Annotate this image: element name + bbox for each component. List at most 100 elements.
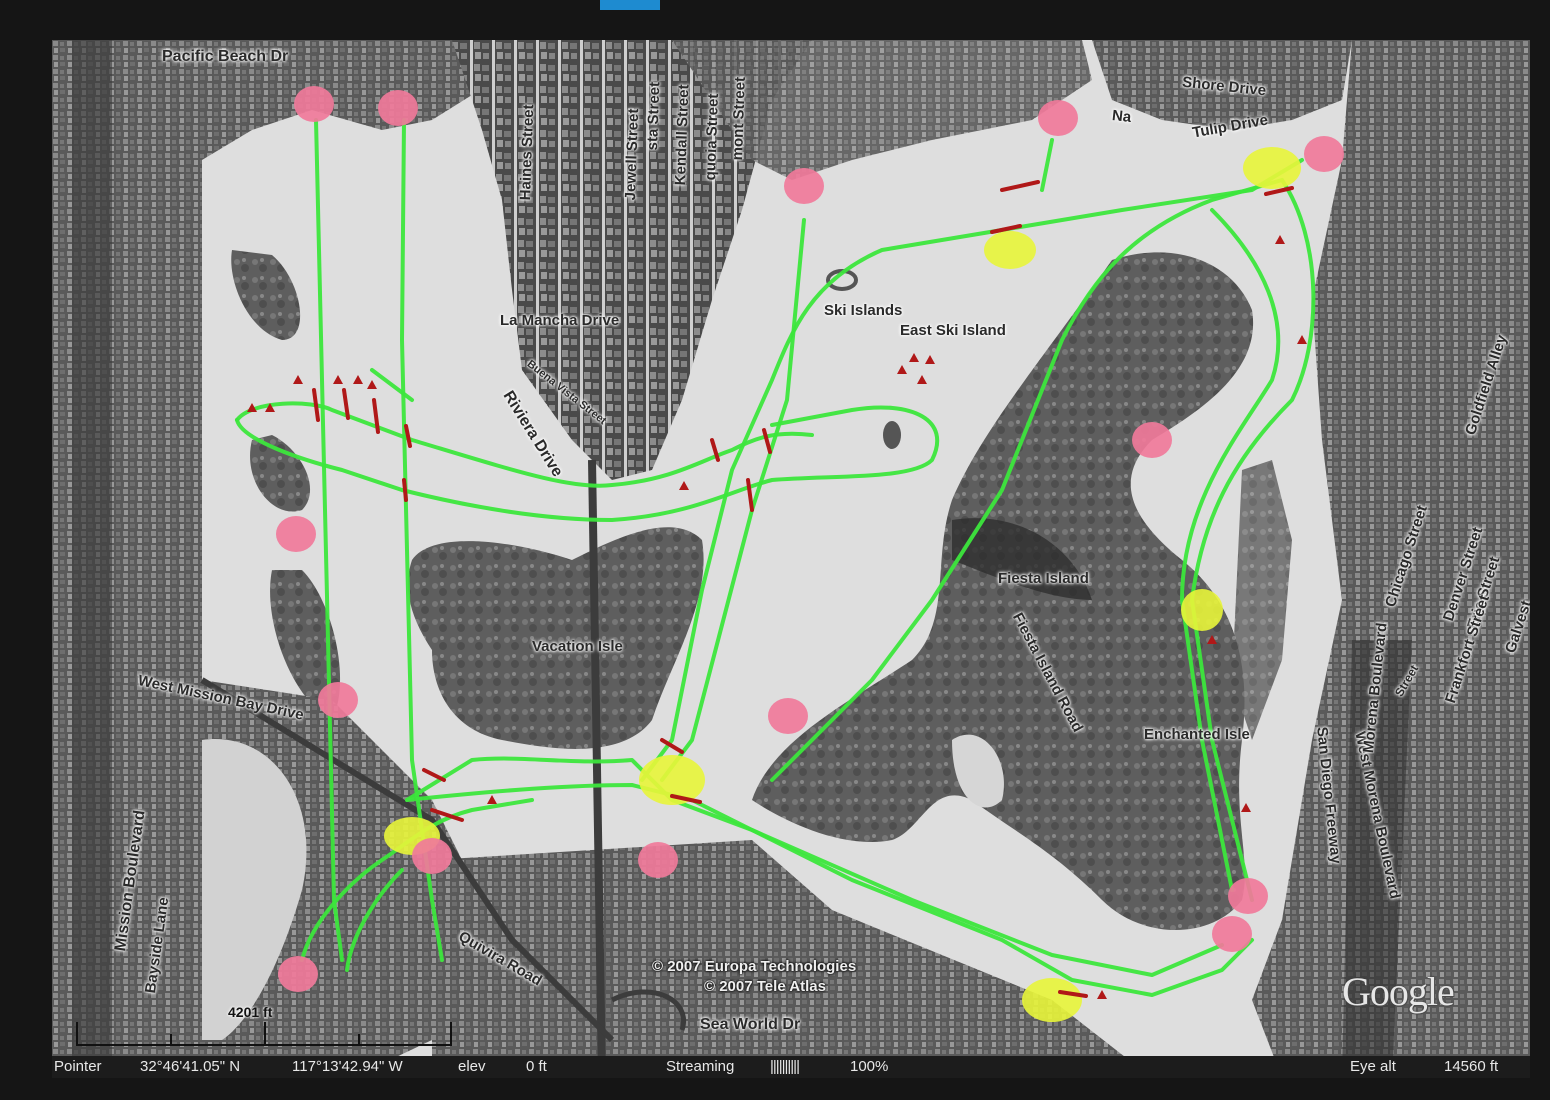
marker-triangle-3: [293, 375, 303, 384]
buoy-7: [276, 516, 316, 552]
checkpoint-6: [1181, 589, 1223, 631]
marker-triangle-15: [487, 795, 497, 804]
label-ski-islands: Ski Islands: [824, 302, 903, 319]
race-course-routes: [235, 118, 1316, 997]
route-path-4: [235, 405, 940, 522]
marker-triangle-8: [925, 355, 935, 364]
google-logo: Google: [1342, 969, 1455, 1014]
label-napa-partial: Na: [1111, 107, 1133, 126]
marker-triangle-4: [333, 375, 343, 384]
marker-triangle-17: [1097, 990, 1107, 999]
marker-line-3: [372, 398, 380, 434]
route-path-2: [400, 118, 444, 962]
marker-triangle-2: [265, 403, 275, 412]
route-path-7: [770, 178, 1284, 782]
pointer-label: Pointer: [54, 1058, 102, 1075]
checkpoint-4: [1022, 978, 1082, 1022]
buoy-10: [638, 842, 678, 878]
buoy-12: [1212, 916, 1252, 952]
label-la-mancha-drive: La Mancha Drive: [500, 312, 620, 329]
label-enchanted-isle: Enchanted Isle: [1144, 726, 1250, 743]
checkpoint-3: [639, 755, 705, 805]
route-path-13: [345, 868, 404, 972]
credit-tele-atlas: © 2007 Tele Atlas: [704, 978, 826, 995]
eye-alt-value: 14560 ft: [1444, 1058, 1499, 1075]
buoy-13: [278, 956, 318, 992]
label-east-ski-island: East Ski Island: [900, 322, 1006, 339]
marker-line-4: [404, 424, 412, 448]
marker-line-11: [1264, 186, 1294, 196]
marker-triangle-11: [1297, 335, 1307, 344]
label-kendall-street: Kendall Street: [672, 84, 693, 186]
streaming-bars: ||||||||||: [770, 1058, 800, 1075]
label-pacific-beach: Pacific Beach Dr: [162, 48, 289, 65]
marker-line-14: [660, 738, 684, 754]
label-sea-world-drive: Sea World Dr: [700, 1016, 801, 1033]
scale-label: 4201 ft: [228, 1004, 273, 1020]
satellite-map[interactable]: Pacific Beach Dr Haines Street sta Stree…: [52, 40, 1530, 1078]
eye-alt-label: Eye alt: [1350, 1058, 1396, 1075]
buoy-2: [378, 90, 418, 126]
sea-world-land: [432, 840, 1152, 1078]
fiesta-island: [752, 252, 1254, 930]
marker-line-9: [1000, 180, 1040, 192]
buoy-11: [412, 838, 452, 874]
marker-triangle-9: [917, 375, 927, 384]
pointer-latitude: 32°46'41.05" N: [140, 1058, 241, 1075]
buoy-14: [1228, 878, 1268, 914]
marker-line-10: [990, 224, 1022, 234]
buoy-4: [1304, 136, 1344, 172]
buoy-6: [1132, 422, 1172, 458]
marker-line-1: [312, 388, 320, 422]
credit-europa: © 2007 Europa Technologies: [652, 958, 857, 975]
buoy-3: [1038, 100, 1078, 136]
status-bar: Pointer 32°46'41.05" N 117°13'42.94" W e…: [52, 1056, 1530, 1078]
marker-line-15: [670, 794, 702, 804]
label-quoia-street: quoia Street: [702, 93, 723, 181]
label-sta-street: sta Street: [644, 81, 664, 151]
marker-triangle-5: [353, 375, 363, 384]
marker-line-16: [1058, 990, 1088, 998]
route-path-11: [405, 756, 1224, 977]
elevation-label: elev: [458, 1058, 486, 1075]
label-fiesta-island: Fiesta Island: [998, 570, 1089, 587]
route-path-8: [1190, 178, 1316, 902]
route-path-14: [1040, 138, 1054, 192]
buoy-8: [318, 682, 358, 718]
scale-bar: 4201 ft: [76, 1004, 452, 1046]
marker-triangle-12: [1275, 235, 1285, 244]
buoy-5: [784, 168, 824, 204]
route-path-6: [640, 158, 1304, 782]
course-markers: [247, 180, 1307, 999]
route-path-12: [300, 798, 534, 962]
route-path-9: [1180, 208, 1281, 892]
map-canvas: [52, 40, 1530, 1078]
streaming-percent: 100%: [850, 1058, 889, 1075]
marker-line-12: [422, 768, 446, 782]
label-vacation-isle: Vacation Isle: [532, 638, 623, 655]
marker-line-13: [430, 808, 464, 822]
marker-triangle-14: [1241, 803, 1251, 812]
buoys: [276, 86, 1344, 992]
pointer-longitude: 117°13'42.94" W: [292, 1058, 403, 1075]
marker-triangle-6: [367, 380, 377, 389]
freeway: [1342, 640, 1412, 1078]
marker-triangle-13: [1207, 635, 1217, 644]
marker-triangle-1: [247, 403, 257, 412]
checkpoint-2: [984, 231, 1036, 269]
label-mont-street: mont Street: [729, 76, 749, 161]
label-jewell-street: Jewell Street: [622, 108, 643, 201]
elevation-value: 0 ft: [526, 1058, 547, 1075]
east-neighborhood: [1252, 40, 1530, 1078]
marker-line-6: [710, 438, 720, 462]
streaming-label: Streaming: [666, 1058, 735, 1075]
label-haines-street: Haines Street: [517, 104, 538, 201]
marker-triangle-7: [909, 353, 919, 362]
ingraham-bridge: [588, 459, 606, 1078]
top-edge-mark: [600, 0, 660, 10]
route-path-1: [314, 118, 344, 962]
checkpoint-1: [1243, 147, 1301, 189]
marker-line-2: [342, 388, 350, 420]
buoy-1: [294, 86, 334, 122]
